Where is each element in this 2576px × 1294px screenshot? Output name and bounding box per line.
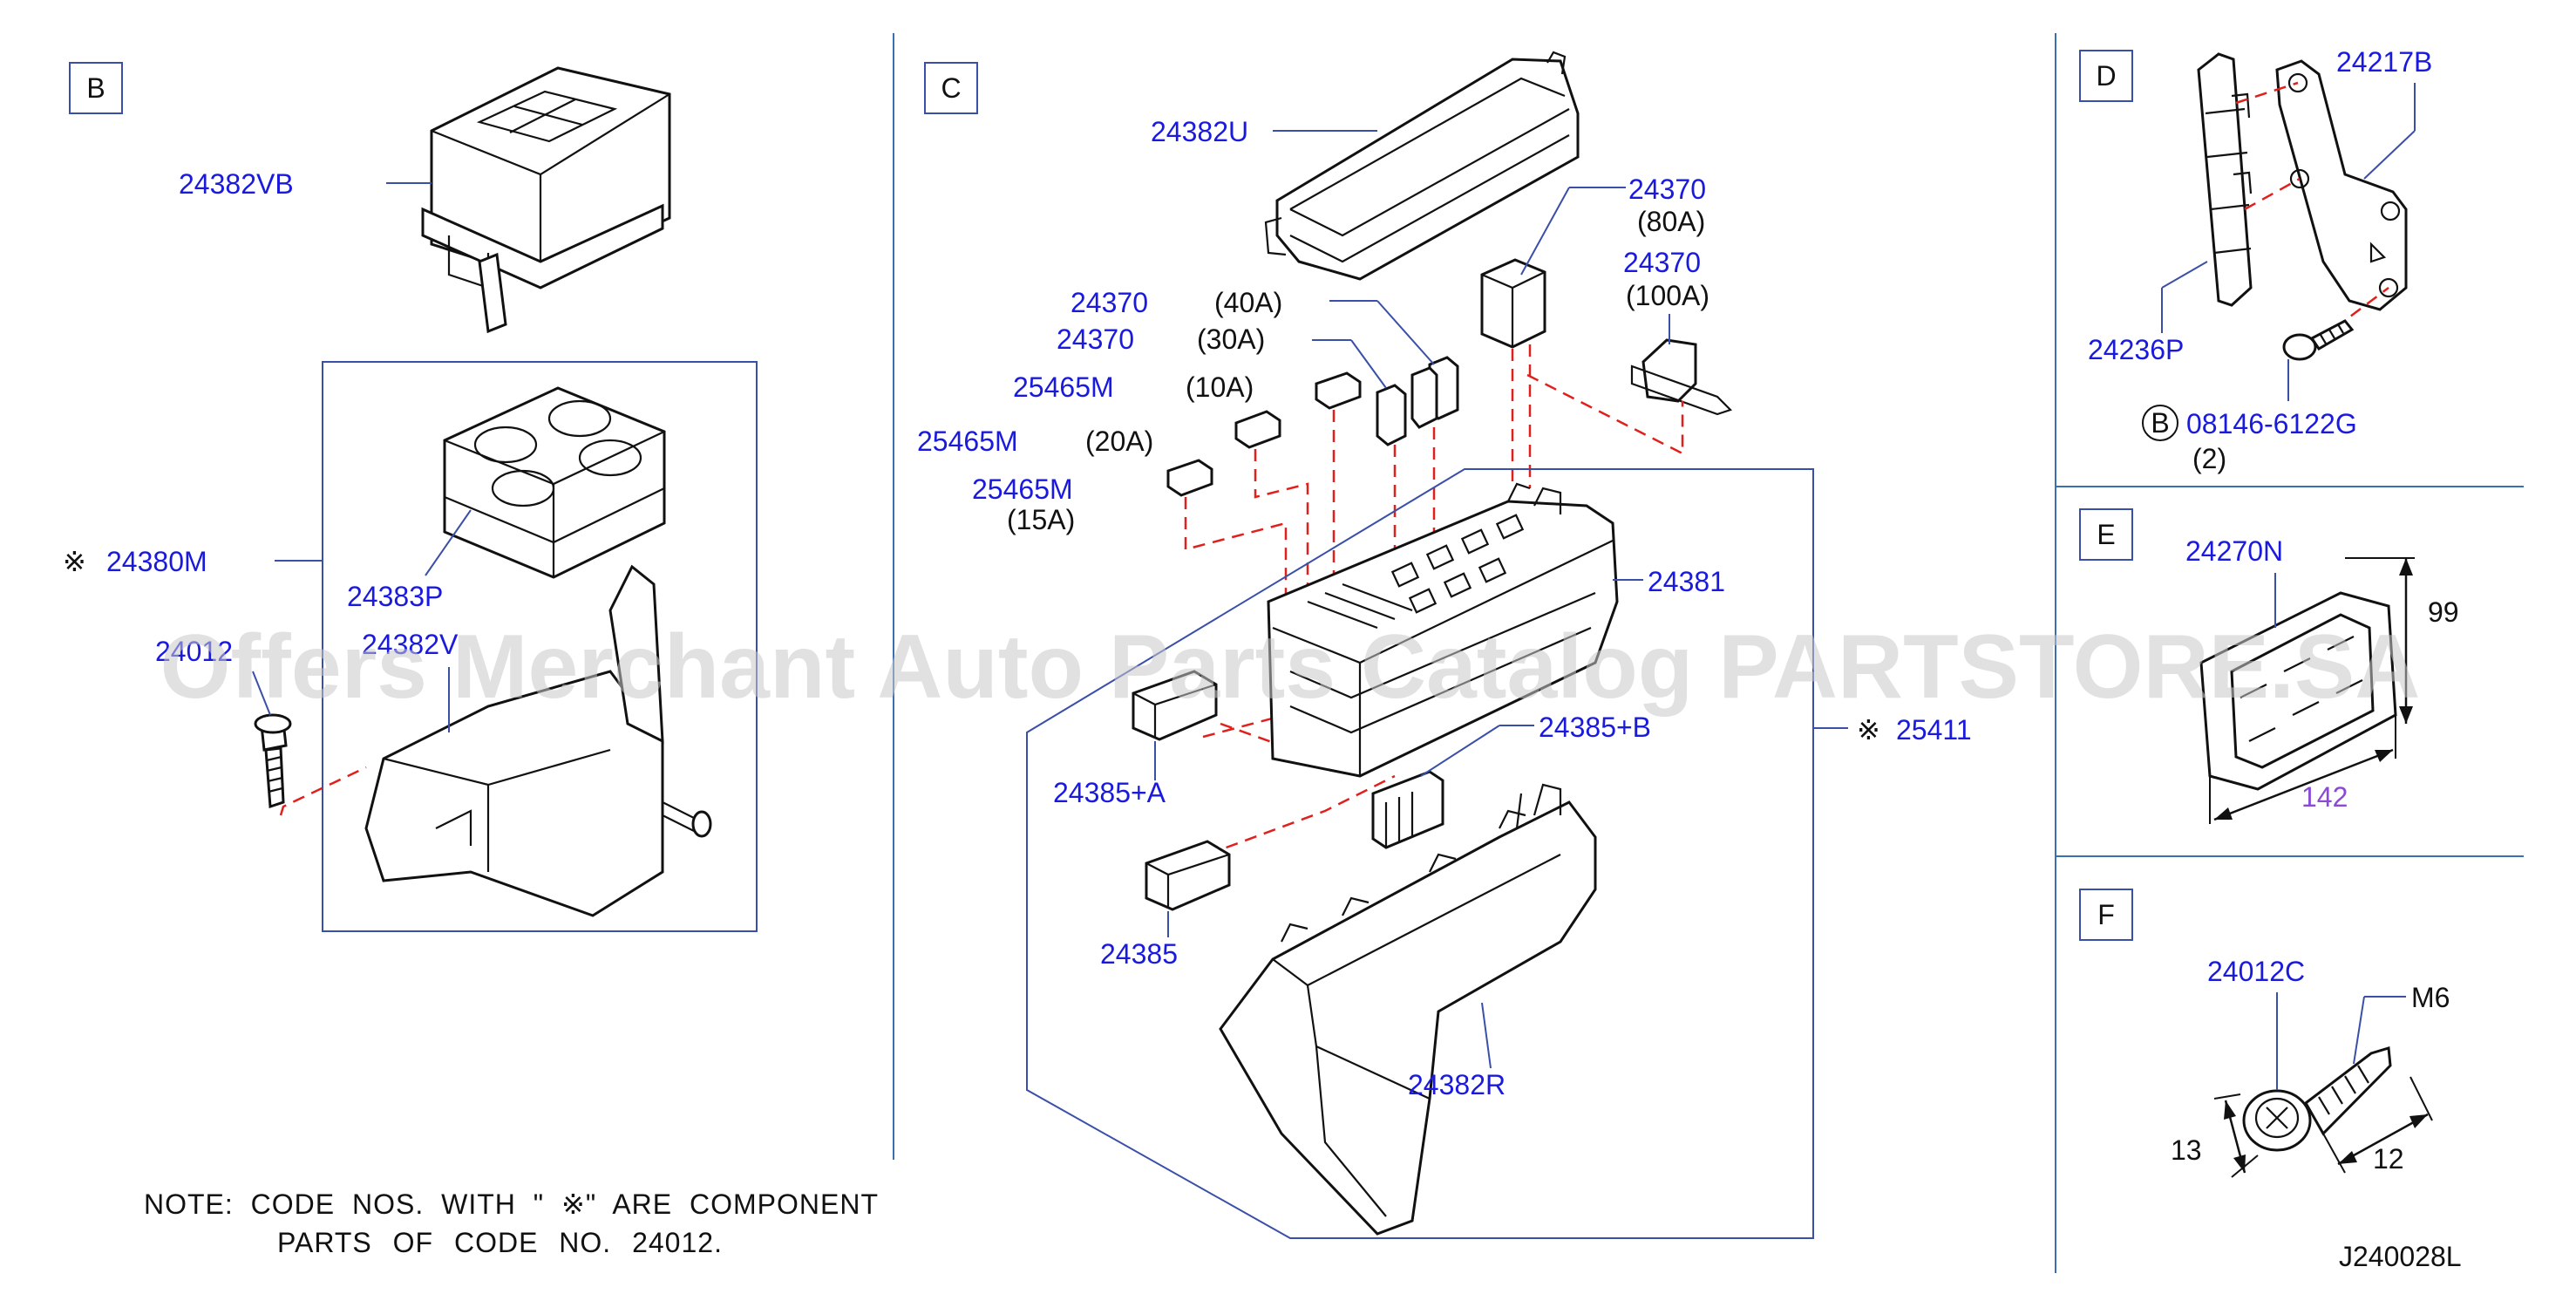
grommet-24270n bbox=[2199, 591, 2397, 791]
fuse-15a bbox=[1166, 459, 1213, 497]
label-10a: (10A) bbox=[1186, 371, 1254, 403]
lower-case-24382r bbox=[1219, 783, 1597, 1236]
svg-text:D: D bbox=[2096, 60, 2116, 92]
label-m6: M6 bbox=[2411, 982, 2450, 1013]
label-25411: 25411 bbox=[1896, 714, 1972, 746]
dimension-12 bbox=[2322, 1076, 2433, 1174]
bracket-24236p bbox=[2197, 52, 2253, 307]
section-e-tag: E bbox=[2079, 508, 2133, 561]
watermark: Offers Merchant Auto Parts Catalog PARTS… bbox=[160, 616, 2421, 718]
section-d-tag: D bbox=[2079, 50, 2133, 102]
label-24382vb: 24382VB bbox=[179, 168, 294, 200]
note-line-1: NOTE: CODE NOS. WITH " ※" ARE COMPONENT bbox=[144, 1188, 879, 1220]
label-24012c: 24012C bbox=[2207, 956, 2305, 987]
fuse-100a bbox=[1630, 338, 1733, 416]
svg-text:E: E bbox=[2097, 519, 2115, 550]
label-25465m-10a: 25465M bbox=[1013, 371, 1114, 403]
note-line-2: PARTS OF CODE NO. 24012. bbox=[277, 1227, 723, 1258]
bolt-24012 bbox=[254, 713, 292, 809]
label-24236p: 24236P bbox=[2088, 334, 2184, 365]
fuse-block-24381 bbox=[1267, 482, 1619, 778]
label-25465m-15a: 25465M bbox=[972, 473, 1073, 505]
section-b-tag: B bbox=[69, 62, 123, 114]
ref-mark-b: ※ bbox=[63, 546, 86, 577]
label-24382v: 24382V bbox=[362, 629, 459, 660]
assembly-box-24380m bbox=[322, 361, 758, 932]
label-24370-80a: 24370 bbox=[1628, 174, 1706, 205]
connector-24385 bbox=[1145, 840, 1231, 911]
label-20a: (20A) bbox=[1085, 426, 1153, 457]
label-24382u: 24382U bbox=[1151, 116, 1248, 147]
fuse-30a bbox=[1376, 384, 1407, 446]
label-24385: 24385 bbox=[1100, 938, 1178, 970]
label-100a: (100A) bbox=[1626, 280, 1709, 311]
fuse-20a bbox=[1234, 410, 1281, 449]
label-24012: 24012 bbox=[155, 636, 233, 667]
fuse-10a bbox=[1315, 371, 1362, 410]
section-dividers bbox=[893, 33, 2524, 1273]
fuse-80a bbox=[1480, 258, 1546, 349]
label-80a: (80A) bbox=[1637, 206, 1705, 237]
section-f-tag: F bbox=[2079, 889, 2133, 941]
label-24381: 24381 bbox=[1648, 566, 1725, 597]
relay-cover-24382vb bbox=[421, 66, 671, 334]
svg-text:F: F bbox=[2097, 899, 2115, 930]
bolt-08146-6122g bbox=[2282, 319, 2355, 361]
label-08146-6122g: 08146-6122G bbox=[2186, 408, 2357, 439]
svg-text:C: C bbox=[941, 72, 961, 104]
dim-13: 13 bbox=[2171, 1134, 2202, 1166]
label-24382r: 24382R bbox=[1408, 1069, 1505, 1100]
assembly-outline-25411 bbox=[1026, 468, 1814, 1239]
connector-24385b bbox=[1371, 770, 1444, 849]
label-15a: (15A) bbox=[1007, 504, 1075, 535]
label-24380m: 24380M bbox=[106, 546, 207, 577]
label-qty-2: (2) bbox=[2192, 443, 2226, 474]
dim-99: 99 bbox=[2428, 596, 2459, 628]
label-24270n: 24270N bbox=[2185, 535, 2283, 567]
label-24370-100a: 24370 bbox=[1623, 247, 1701, 278]
diagram-code: J240028L bbox=[2339, 1241, 2462, 1272]
section-c-tag: C bbox=[924, 62, 978, 114]
dim-142: 142 bbox=[2301, 781, 2348, 813]
dimension-13 bbox=[2213, 1093, 2259, 1178]
connector-24385a bbox=[1132, 670, 1218, 741]
clip-24012c bbox=[2242, 1046, 2392, 1152]
bracket-24217b bbox=[2275, 59, 2408, 311]
fuse-box-cover-24382u bbox=[1264, 51, 1580, 281]
label-24383p: 24383P bbox=[347, 581, 443, 612]
dimension-142 bbox=[2209, 715, 2396, 824]
dim-12: 12 bbox=[2373, 1143, 2404, 1175]
label-24385a: 24385+A bbox=[1053, 777, 1166, 808]
label-24217b: 24217B bbox=[2336, 46, 2432, 78]
label-25465m-20a: 25465M bbox=[917, 426, 1018, 457]
relay-holder-24383p bbox=[443, 386, 666, 579]
bolt-ref-circle: B bbox=[2151, 407, 2169, 439]
label-24370-30a: 24370 bbox=[1057, 324, 1134, 355]
fuse-40a bbox=[1410, 356, 1459, 429]
label-30a: (30A) bbox=[1197, 324, 1265, 355]
dimension-99 bbox=[2345, 557, 2415, 724]
ref-mark-c: ※ bbox=[1857, 714, 1880, 746]
relay-bracket-24382v bbox=[364, 564, 712, 917]
svg-text:B: B bbox=[86, 72, 105, 104]
label-24385b: 24385+B bbox=[1539, 712, 1651, 743]
label-24370-40a: 24370 bbox=[1071, 287, 1148, 318]
label-40a: (40A) bbox=[1214, 287, 1282, 318]
